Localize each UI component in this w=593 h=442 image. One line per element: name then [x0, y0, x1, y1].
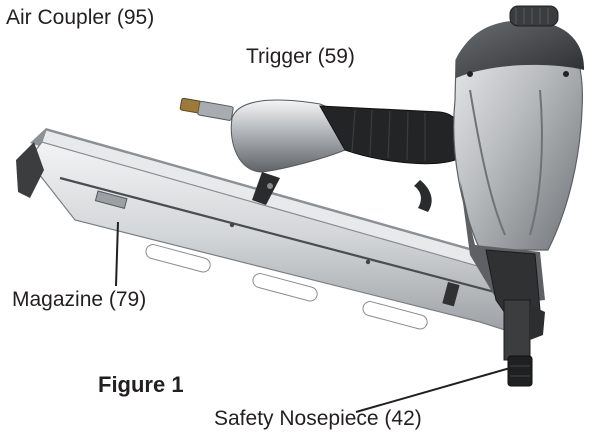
handle [230, 99, 461, 173]
trigger [252, 172, 432, 212]
magazine [16, 128, 528, 331]
magazine-label: Magazine (79) [12, 288, 147, 311]
magazine-leader-line [115, 221, 119, 287]
nailer-body [453, 5, 585, 321]
air-coupler-label: Air Coupler (95) [6, 6, 155, 29]
safety-nosepiece [503, 299, 545, 387]
nosepiece-leader-line [355, 367, 511, 413]
figure-caption: Figure 1 [98, 372, 184, 397]
trigger-label: Trigger (59) [246, 45, 355, 68]
air-coupler-fitting [179, 97, 234, 121]
safety-nosepiece-label: Safety Nosepiece (42) [214, 407, 422, 430]
